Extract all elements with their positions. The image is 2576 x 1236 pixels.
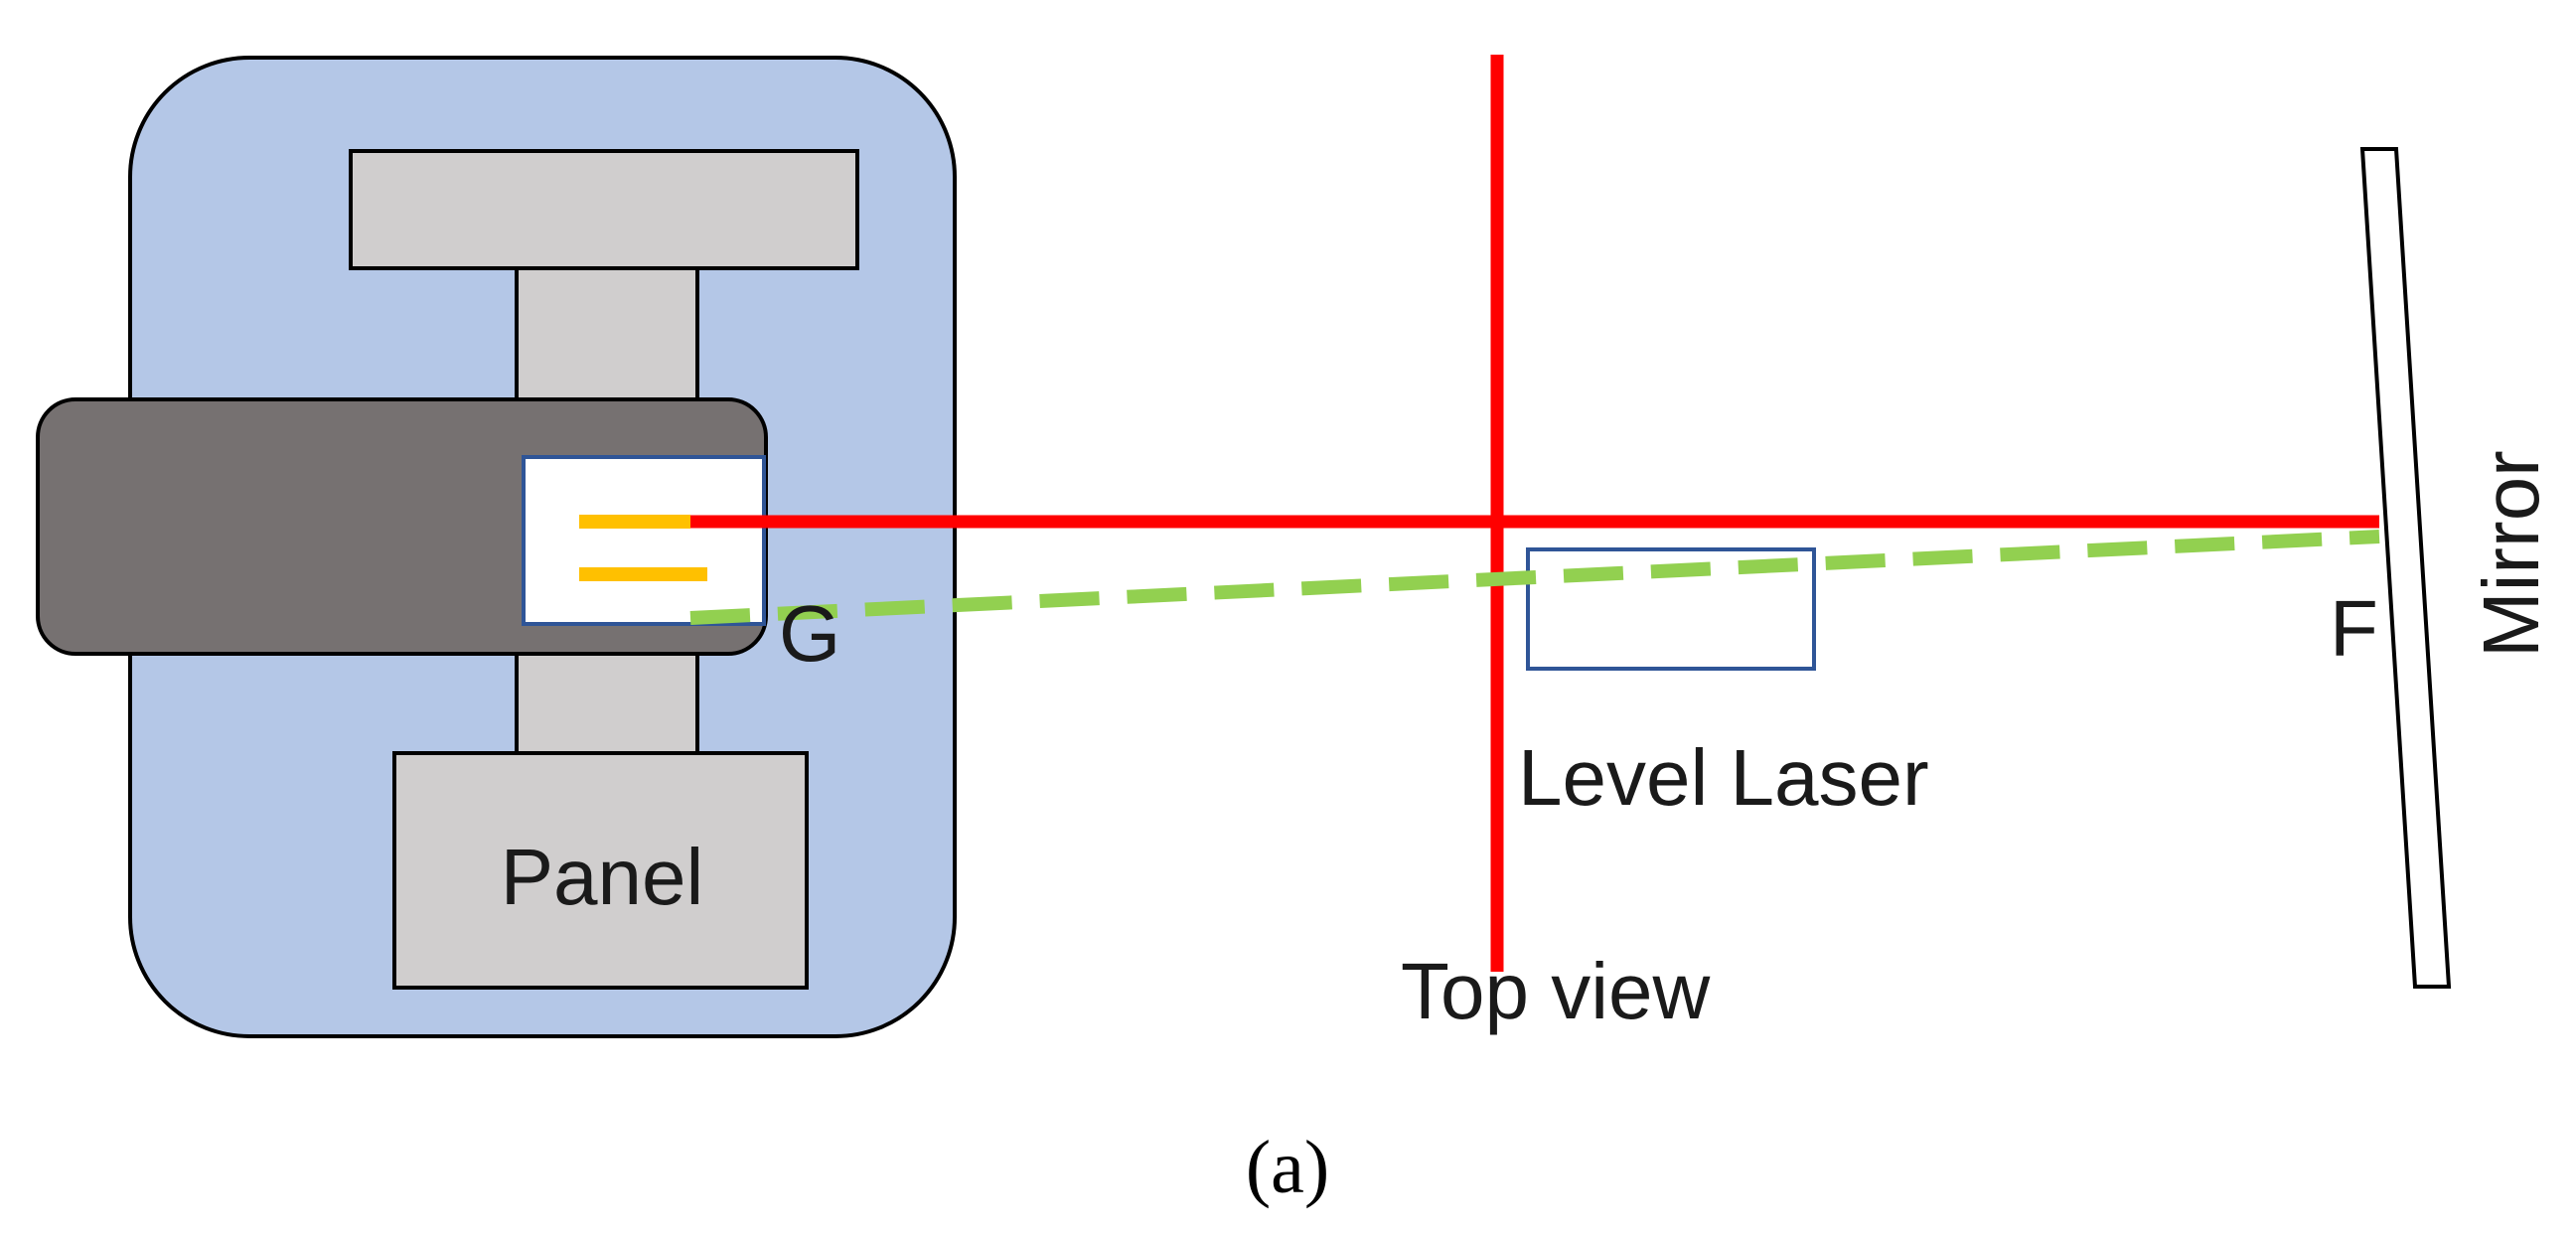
point-f-label: F	[2330, 584, 2378, 673]
top-bar	[349, 149, 859, 270]
reflected-beam	[689, 530, 2380, 625]
top-view-label: Top view	[1401, 947, 1710, 1035]
mirror	[2359, 147, 2452, 989]
level-laser-label: Level Laser	[1518, 733, 1929, 822]
level-laser-box	[1526, 547, 1816, 671]
mirror-label: Mirror	[2467, 450, 2555, 658]
point-g-label: G	[779, 589, 840, 678]
panel-label: Panel	[501, 833, 704, 921]
figure-caption: (a)	[1246, 1126, 1329, 1209]
laser-window	[522, 455, 766, 626]
panel-box	[392, 751, 809, 990]
